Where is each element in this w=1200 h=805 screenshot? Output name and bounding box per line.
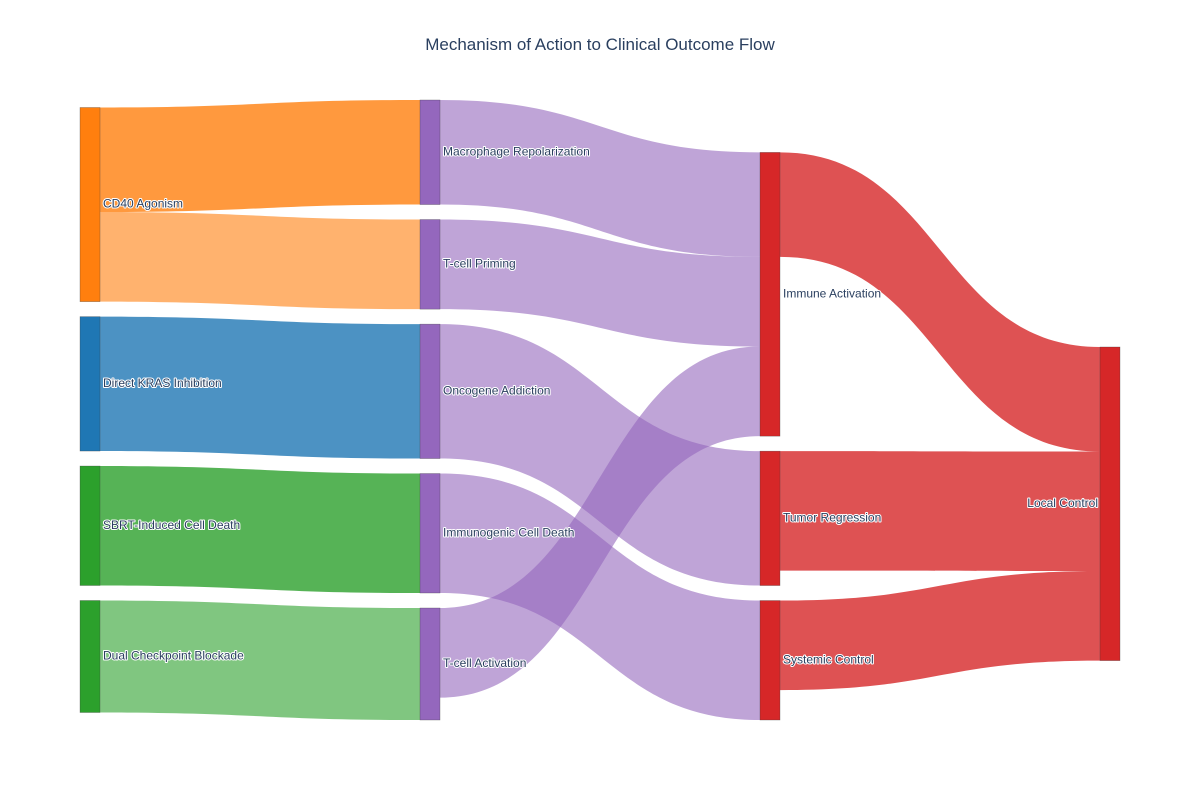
sankey-link-tpr-imm — [440, 219, 760, 347]
sankey-node-label-sys: Systemic Control — [783, 652, 874, 666]
sankey-node-onc — [419, 323, 441, 459]
sankey-node-label-dcb: Dual Checkpoint Blockade — [103, 649, 244, 663]
sankey-node-tum — [759, 450, 781, 586]
sankey-link-dcb-tac — [100, 600, 420, 720]
sankey-node-label-icd: Immunogenic Cell Death — [443, 525, 574, 539]
sankey-link-onc-tum — [440, 324, 760, 586]
sankey-link-sbrt-icd — [100, 466, 420, 593]
sankey-node-kras — [79, 316, 101, 452]
sankey-node-label-kras: Direct KRAS Inhibition — [103, 376, 222, 390]
nodes-layer — [79, 99, 1121, 721]
sankey-node-label-loc: Local Control — [1027, 496, 1098, 510]
sankey-link-mac-imm — [440, 100, 760, 257]
sankey-link-cd40-tpr — [100, 212, 420, 310]
sankey-link-sys-loc — [780, 571, 1100, 691]
sankey-node-sbrt — [79, 465, 101, 586]
sankey-link-tac-imm — [440, 346, 760, 698]
sankey-link-imm-loc — [780, 152, 1100, 452]
sankey-node-label-sbrt: SBRT-Induced Cell Death — [103, 518, 240, 532]
sankey-link-tum-loc — [780, 451, 1100, 571]
sankey-node-label-tum: Tumor Regression — [783, 511, 881, 525]
sankey-node-cd40 — [79, 107, 101, 302]
sankey-node-label-cd40: CD40 Agonism — [103, 197, 183, 211]
sankey-node-sys — [759, 600, 781, 721]
sankey-node-label-imm: Immune Activation — [783, 286, 881, 300]
sankey-node-label-mac: Macrophage Repolarization — [443, 144, 590, 158]
sankey-node-dcb — [79, 600, 101, 713]
sankey-node-imm — [759, 152, 781, 437]
sankey-node-label-onc: Oncogene Addiction — [443, 384, 550, 398]
sankey-node-icd — [419, 473, 441, 594]
sankey-node-loc — [1099, 346, 1121, 661]
sankey-node-tac — [419, 607, 441, 721]
links-layer — [100, 100, 1100, 720]
sankey-node-tpr — [419, 219, 441, 310]
sankey-link-cd40-mac — [100, 100, 420, 213]
sankey-node-label-tac: T-cell Activation — [443, 656, 526, 670]
sankey-link-icd-sys — [440, 473, 760, 720]
sankey-link-kras-onc — [100, 316, 420, 459]
sankey-node-label-tpr: T-cell Priming — [443, 257, 516, 271]
chart-title: Mechanism of Action to Clinical Outcome … — [425, 35, 775, 54]
sankey-node-mac — [419, 99, 441, 205]
